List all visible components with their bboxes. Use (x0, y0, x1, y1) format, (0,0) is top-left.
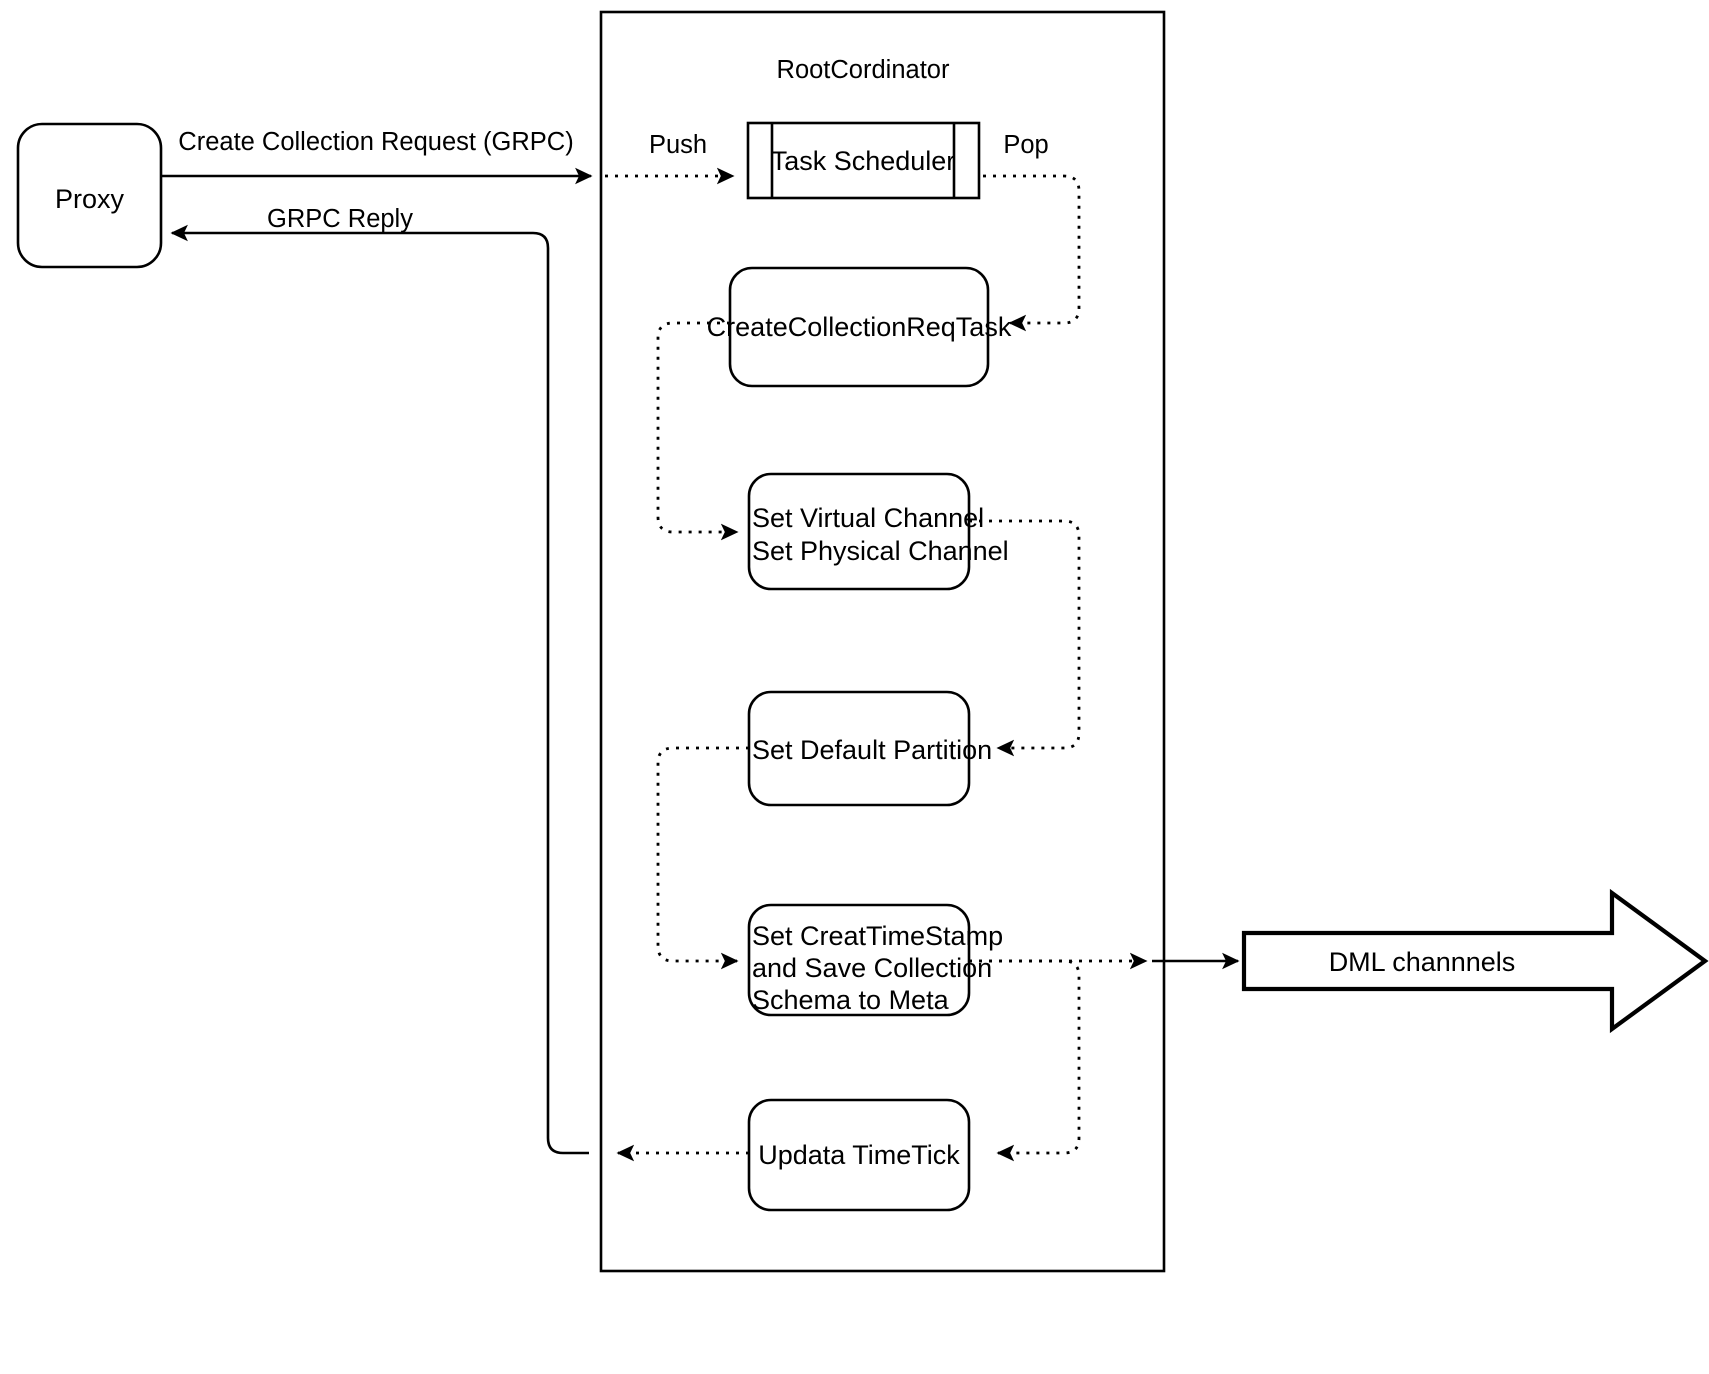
edge-label-create-collection-request: Create Collection Request (GRPC) (178, 128, 573, 156)
set-create-timestamp-label-line-2: and Save Collection (752, 953, 992, 983)
updata-timetick-label: Updata TimeTick (758, 1140, 960, 1170)
rootcordinator-boundary (599, 10, 1166, 1273)
edge-timestamp-to-timetick[interactable] (969, 959, 1081, 1162)
proxy-label: Proxy (55, 184, 125, 214)
edge-timestamp-to-timetick-line (969, 959, 1081, 1162)
set-channels-box (747, 472, 971, 591)
edge-partition-to-timestamp[interactable] (656, 746, 749, 970)
set-create-timestamp-label-line-3: Schema to Meta (752, 985, 950, 1015)
edge-proxy-to-rootcordinator[interactable]: Create Collection Request (GRPC) (161, 128, 593, 185)
node-task-scheduler[interactable]: Task Scheduler (746, 121, 981, 200)
updata-timetick-box (747, 1098, 971, 1212)
edge-grpc-reply[interactable]: GRPC Reply (170, 205, 589, 1155)
edge-channels-to-partition[interactable] (969, 519, 1081, 757)
set-channels-label-line-2: Set Physical Channel (752, 536, 1009, 566)
node-updata-timetick[interactable]: Updata TimeTick (747, 1098, 971, 1212)
dml-channels-label: DML channnels (1329, 947, 1516, 977)
create-collection-req-task-label: CreateCollectionReqTask (707, 312, 1012, 342)
edge-task-to-channels-line (656, 321, 739, 541)
rootcordinator-title: RootCordinator (777, 56, 950, 84)
edge-task-to-channels[interactable] (656, 321, 739, 541)
set-default-partition-label: Set Default Partition (752, 735, 992, 765)
edge-partition-to-timestamp-line (656, 746, 749, 970)
create-collection-req-task-box (728, 266, 990, 388)
edge-label-pop: Pop (1003, 131, 1048, 159)
edge-grpc-reply-line (170, 224, 589, 1155)
set-create-timestamp-label-line-1: Set CreatTimeStamp (752, 921, 1003, 951)
proxy-box (16, 122, 163, 269)
edge-label-grpc-reply: GRPC Reply (267, 205, 413, 233)
node-create-collection-req-task[interactable]: CreateCollectionReqTask (707, 266, 1012, 388)
set-channels-label-line-1: Set Virtual Channel (752, 503, 984, 533)
task-scheduler-label: Task Scheduler (771, 146, 956, 176)
node-proxy[interactable]: Proxy (16, 122, 163, 269)
node-set-create-timestamp[interactable]: Set CreatTimeStamp and Save Collection S… (747, 903, 1003, 1017)
node-set-default-partition[interactable]: Set Default Partition (747, 690, 992, 807)
edge-label-push: Push (649, 131, 707, 159)
edge-push[interactable]: Push (605, 131, 735, 185)
dml-channels-arrow-shape (1241, 888, 1709, 1034)
node-set-channels[interactable]: Set Virtual Channel Set Physical Channel (747, 472, 1009, 591)
rootcordinator-container[interactable]: RootCordinator (599, 10, 1166, 1273)
task-scheduler-box (746, 121, 981, 200)
node-dml-channels[interactable]: DML channnels (1241, 888, 1709, 1034)
edge-channels-to-partition-line (969, 519, 1081, 757)
edge-pop-line (983, 174, 1081, 332)
edge-pop[interactable]: Pop (983, 131, 1081, 332)
